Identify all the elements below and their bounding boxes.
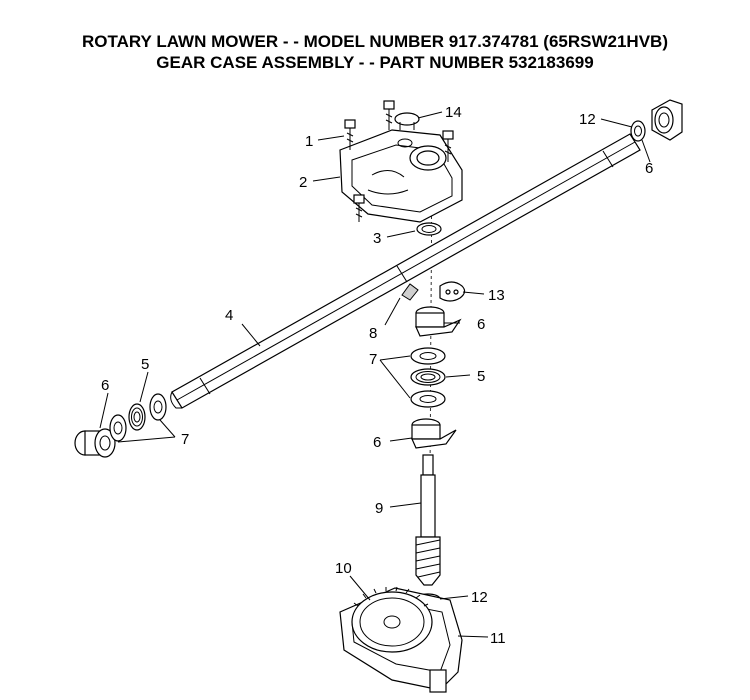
callout-1: 1 [305, 133, 313, 150]
thrust-bearing-left [128, 403, 146, 431]
callout-6-left: 6 [101, 377, 109, 394]
callout-9: 9 [375, 500, 383, 517]
screw-2 [383, 100, 395, 130]
callout-5-center: 5 [477, 368, 485, 385]
oil-seal [416, 222, 442, 236]
screw-4 [353, 194, 365, 222]
woodruff-key [401, 283, 419, 301]
callout-6-right: 6 [645, 160, 653, 177]
assembly-axis [429, 149, 433, 471]
callout-11: 11 [490, 630, 506, 647]
washer-left-inner [149, 393, 167, 421]
callout-6-lower: 6 [373, 434, 381, 451]
drive-gear [351, 586, 433, 653]
callout-12-upper: 12 [579, 111, 596, 128]
gear-case-cover [339, 129, 463, 223]
callout-8: 8 [369, 325, 377, 342]
bearing-lower [411, 418, 457, 449]
callout-5-left: 5 [141, 356, 149, 373]
axle-shaft [170, 133, 641, 409]
callout-12-lower: 12 [471, 589, 488, 606]
worm-shaft [415, 454, 441, 586]
thrust-bearing [410, 368, 446, 386]
washer-right [630, 120, 646, 142]
thrust-washer-upper [410, 347, 446, 365]
callout-13: 13 [488, 287, 505, 304]
diagram-title: ROTARY LAWN MOWER - - MODEL NUMBER 917.3… [0, 31, 750, 73]
washer-left-outer [109, 414, 127, 442]
callout-7-center: 7 [369, 351, 377, 368]
title-line-1: ROTARY LAWN MOWER - - MODEL NUMBER 917.3… [82, 32, 668, 51]
callout-14: 14 [445, 104, 462, 121]
leader-lines [99, 111, 651, 638]
title-line-2: GEAR CASE ASSEMBLY - - PART NUMBER 53218… [156, 53, 594, 72]
callout-6-upper: 6 [477, 316, 485, 333]
screw-1 [344, 119, 356, 150]
callout-4: 4 [225, 307, 233, 324]
callout-3: 3 [373, 230, 381, 247]
callout-7-left: 7 [181, 431, 189, 448]
thrust-washer-lower [410, 390, 446, 408]
vent-plug [394, 112, 420, 130]
screw-3 [442, 130, 454, 162]
bushing-right [651, 99, 683, 141]
bearing-upper [415, 306, 462, 337]
callout-2: 2 [299, 174, 307, 191]
retaining-clip [439, 281, 466, 302]
callout-10: 10 [335, 560, 352, 577]
bushing-left [74, 428, 116, 458]
